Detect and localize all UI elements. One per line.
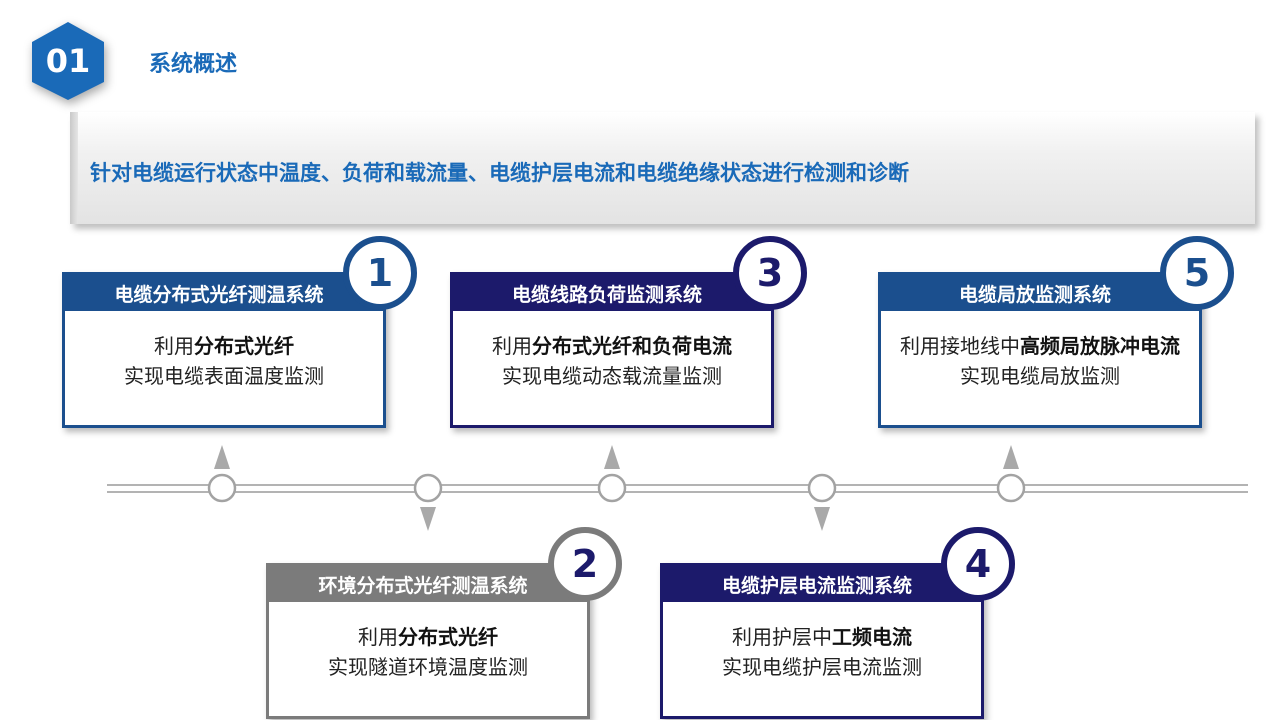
hexagon-badge — [32, 22, 104, 100]
section-number: 01 — [45, 42, 91, 80]
body-highlight: 工频电流 — [832, 625, 912, 649]
arrow-up-icon — [1003, 445, 1019, 469]
body-prefix: 利用 — [358, 625, 398, 649]
step-badge-3: 3 — [733, 236, 807, 310]
step-badge-5: 5 — [1160, 236, 1234, 310]
section-title: 系统概述 — [149, 52, 238, 77]
step-badge-4: 4 — [941, 527, 1015, 601]
system-card-1: 电缆分布式光纤测温系统 利用分布式光纤 实现电缆表面温度监测 — [62, 272, 386, 428]
body-line2: 实现隧道环境温度监测 — [328, 655, 528, 679]
body-line2: 实现电缆表面温度监测 — [124, 364, 324, 388]
system-card-3: 电缆线路负荷监测系统 利用分布式光纤和负荷电流 实现电缆动态载流量监测 — [450, 272, 774, 428]
arrow-up-icon — [214, 445, 230, 469]
system-card-5: 电缆局放监测系统 利用接地线中高频局放脉冲电流 实现电缆局放监测 — [878, 272, 1202, 428]
timeline-node — [207, 473, 237, 503]
system-card-body: 利用分布式光纤和负荷电流 实现电缆动态载流量监测 — [453, 331, 771, 391]
arrow-down-icon — [420, 507, 436, 531]
body-line2: 实现电缆护层电流监测 — [722, 655, 922, 679]
body-highlight: 分布式光纤 — [194, 334, 294, 358]
body-line2: 实现电缆动态载流量监测 — [502, 364, 722, 388]
system-card-body: 利用分布式光纤 实现电缆表面温度监测 — [65, 331, 383, 391]
body-prefix: 利用 — [154, 334, 194, 358]
arrow-down-icons — [420, 507, 830, 531]
body-line2: 实现电缆局放监测 — [960, 364, 1120, 388]
system-card-body: 利用护层中工频电流 实现电缆护层电流监测 — [663, 622, 981, 682]
timeline-node — [996, 473, 1026, 503]
body-prefix: 利用护层中 — [732, 625, 832, 649]
summary-text: 针对电缆运行状态中温度、负荷和载流量、电缆护层电流和电缆绝缘状态进行检测和诊断 — [90, 160, 909, 185]
system-card-body: 利用分布式光纤 实现隧道环境温度监测 — [269, 622, 587, 682]
system-card-header: 电缆分布式光纤测温系统 — [65, 275, 383, 311]
body-highlight: 分布式光纤和负荷电流 — [532, 334, 732, 358]
system-card-header: 环境分布式光纤测温系统 — [269, 566, 587, 602]
timeline-nodes — [207, 473, 1026, 503]
arrow-up-icon — [604, 445, 620, 469]
summary-banner — [70, 112, 1255, 224]
arrow-up-icons — [214, 445, 1019, 469]
system-card-2: 环境分布式光纤测温系统 利用分布式光纤 实现隧道环境温度监测 — [266, 563, 590, 719]
step-badge-2: 2 — [548, 527, 622, 601]
step-badge-1: 1 — [343, 236, 417, 310]
arrow-down-icon — [814, 507, 830, 531]
body-highlight: 分布式光纤 — [398, 625, 498, 649]
system-card-4: 电缆护层电流监测系统 利用护层中工频电流 实现电缆护层电流监测 — [660, 563, 984, 719]
body-prefix: 利用 — [492, 334, 532, 358]
timeline-node — [597, 473, 627, 503]
timeline-node — [807, 473, 837, 503]
system-card-header: 电缆线路负荷监测系统 — [453, 275, 771, 311]
system-card-header: 电缆护层电流监测系统 — [663, 566, 981, 602]
body-prefix: 利用接地线中 — [900, 334, 1020, 358]
system-card-body: 利用接地线中高频局放脉冲电流 实现电缆局放监测 — [881, 331, 1199, 391]
system-card-header: 电缆局放监测系统 — [881, 275, 1199, 311]
body-highlight: 高频局放脉冲电流 — [1020, 334, 1180, 358]
timeline-node — [413, 473, 443, 503]
